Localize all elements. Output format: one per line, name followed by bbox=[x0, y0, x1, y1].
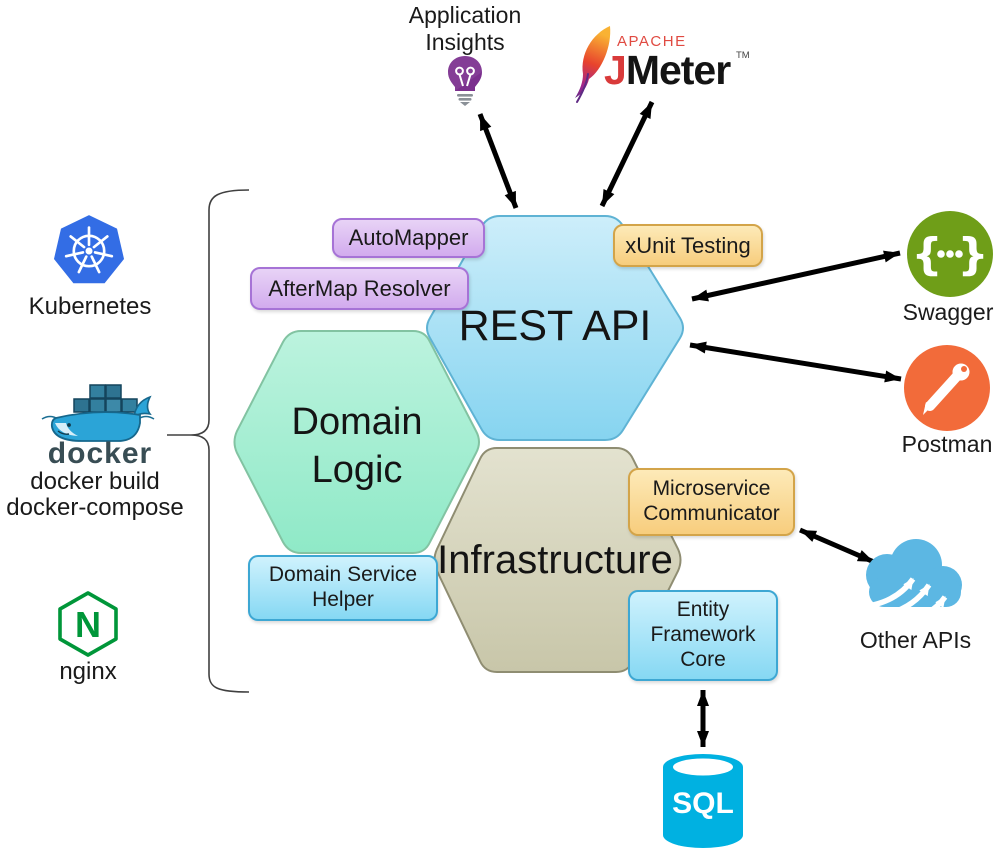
apache-label: APACHE bbox=[617, 33, 687, 50]
jmeter-wordmark: JMeter bbox=[604, 46, 764, 94]
nginx-icon: N bbox=[58, 591, 118, 657]
other-apis-label: Other APIs bbox=[859, 627, 972, 653]
app-insights-icon bbox=[448, 56, 482, 106]
jmeter-icon bbox=[575, 26, 611, 103]
aftermap-resolver-badge: AfterMap Resolver bbox=[250, 267, 469, 310]
postman-label: Postman bbox=[901, 431, 993, 457]
sql-database-icon bbox=[663, 754, 743, 848]
arrow-rest-to-jmeter bbox=[599, 100, 655, 208]
swagger-icon: { } bbox=[907, 211, 993, 297]
docker-wordmark: docker bbox=[47, 437, 153, 470]
kubernetes-icon bbox=[53, 215, 125, 284]
entity-framework-core-badge: Entity Framework Core bbox=[628, 590, 778, 681]
xunit-testing-badge: xUnit Testing bbox=[613, 224, 763, 267]
jmeter-j: J bbox=[604, 47, 627, 93]
arrow-rest-to-swagger bbox=[691, 250, 901, 302]
domain-logic-label: Domain Logic bbox=[291, 401, 423, 491]
app-insights-label: Application Insights bbox=[408, 2, 522, 56]
jmeter-meter: Meter bbox=[625, 47, 731, 93]
arrow-rest-to-postman bbox=[689, 341, 902, 383]
jmeter-tm-mark: TM bbox=[736, 50, 750, 61]
docker-icon bbox=[41, 384, 155, 442]
other-apis-icon bbox=[866, 539, 962, 624]
arrow-communicator-to-other-apis bbox=[799, 527, 875, 565]
docker-compose-label: docker-compose bbox=[6, 494, 184, 521]
left-bracket bbox=[167, 189, 250, 693]
nginx-glyph: N bbox=[75, 604, 101, 645]
domain-service-helper-badge: Domain Service Helper bbox=[248, 555, 438, 621]
sql-label: SQL bbox=[672, 787, 734, 820]
swagger-label: Swagger bbox=[902, 299, 994, 325]
arrow-rest-to-app-insights bbox=[477, 113, 519, 209]
rest-api-label: REST API bbox=[458, 302, 652, 350]
infrastructure-label: Infrastructure bbox=[437, 538, 673, 582]
docker-build-label: docker build bbox=[30, 468, 160, 495]
domain-logic-hexagon bbox=[233, 330, 480, 554]
kubernetes-label: Kubernetes bbox=[28, 293, 152, 320]
postman-icon bbox=[904, 345, 990, 431]
automapper-badge: AutoMapper bbox=[332, 218, 485, 258]
nginx-label: nginx bbox=[59, 658, 117, 685]
microservice-communicator-badge: Microservice Communicator bbox=[628, 468, 795, 536]
